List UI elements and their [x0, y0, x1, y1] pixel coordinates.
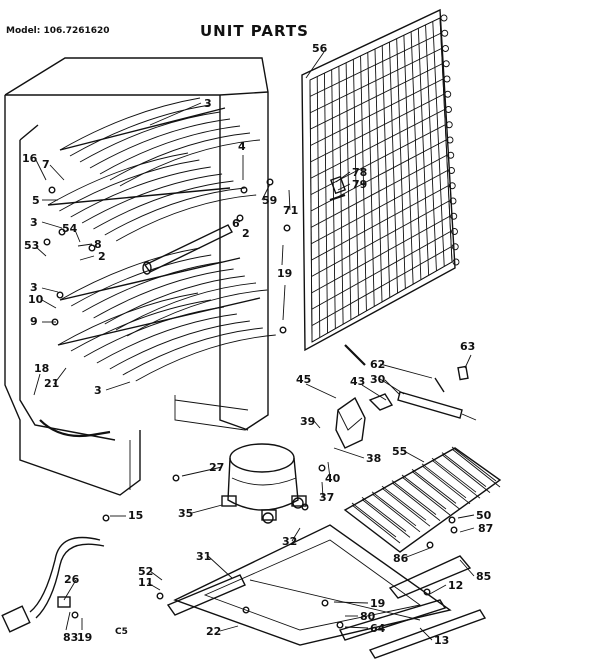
screw	[242, 606, 250, 614]
callout-label: 54	[62, 222, 78, 235]
callout-label: 37	[319, 491, 334, 504]
base-frame	[166, 524, 487, 659]
callout-label: 87	[478, 522, 493, 535]
callout-label: 12	[448, 579, 463, 592]
screw	[71, 611, 79, 619]
screw	[102, 514, 110, 522]
screw	[56, 291, 64, 299]
callout-label: 3	[204, 97, 212, 110]
diagram-title: UNIT PARTS	[200, 22, 309, 40]
callout-label: 83	[63, 631, 78, 644]
callout-label: 50	[476, 509, 492, 522]
callout-label: 6	[232, 217, 240, 230]
base-condenser-coil	[343, 446, 502, 553]
callout-label: 59	[262, 194, 277, 207]
callout-label: 13	[434, 634, 449, 647]
callout-label: 35	[178, 507, 193, 520]
model-number: Model: 106.7261620	[6, 26, 110, 36]
callout-label: 39	[300, 415, 315, 428]
callout-label: 4	[238, 140, 246, 153]
callout-label: 19	[77, 631, 92, 644]
callout-label: 21	[44, 377, 59, 390]
callout-label: 15	[128, 509, 143, 522]
shelf-coil	[59, 247, 268, 337]
screw	[448, 516, 456, 524]
screw	[88, 244, 96, 252]
callout-label: 16	[22, 152, 38, 165]
screw	[301, 503, 309, 511]
callout-label: 7	[42, 158, 50, 171]
callout-label: 38	[366, 452, 381, 465]
callout-label: 8	[94, 238, 102, 251]
shelf-coil	[59, 97, 261, 187]
callout-label: 10	[28, 293, 44, 306]
tube-cap	[457, 365, 469, 381]
callout-label: 3	[94, 384, 102, 397]
diagram-code: C5	[115, 627, 128, 637]
callout-label: 78	[352, 166, 367, 179]
power-cord	[1, 536, 105, 633]
callout-label: 11	[138, 576, 153, 589]
relay-box	[335, 393, 394, 449]
callout-label: 30	[370, 373, 386, 386]
shelf-coil	[57, 292, 276, 382]
callout-label: 85	[476, 570, 491, 583]
screw	[240, 186, 248, 194]
callout-label: 19	[370, 597, 385, 610]
callout-label: 22	[206, 625, 221, 638]
screw	[43, 238, 51, 246]
screw	[283, 224, 291, 232]
cabinet-outline	[4, 57, 269, 496]
callout-label: 3	[30, 216, 38, 229]
callout-label: 53	[24, 239, 39, 252]
callout-label: 26	[64, 573, 80, 586]
callout-label: 63	[460, 340, 475, 353]
callout-label: 80	[360, 610, 376, 623]
callout-label: 86	[393, 552, 409, 565]
callout-label: 64	[370, 622, 386, 635]
callout-label: 2	[98, 250, 106, 263]
shelf-coil	[47, 152, 257, 242]
hardware-screws	[43, 178, 458, 629]
callout-label: 2	[242, 227, 250, 240]
callout-label: 18	[34, 362, 49, 375]
callout-label: 56	[312, 42, 328, 55]
callout-label: 71	[283, 204, 298, 217]
callout-label: 45	[296, 373, 311, 386]
callout-label: 3	[30, 281, 38, 294]
screw	[58, 228, 66, 236]
callout-label: 55	[392, 445, 407, 458]
screw	[450, 526, 458, 534]
screw	[172, 474, 180, 482]
callout-label: 40	[325, 472, 341, 485]
screw	[423, 588, 431, 596]
screw	[156, 592, 164, 600]
evaporator-shelf-coils	[47, 97, 276, 382]
callout-label: 32	[282, 535, 297, 548]
callout-label: 79	[352, 178, 367, 191]
screw	[321, 599, 329, 607]
callout-label: 31	[196, 550, 211, 563]
callout-leaders	[33, 51, 475, 641]
callout-label: 27	[209, 461, 224, 474]
compressor	[221, 443, 307, 524]
callout-label: 62	[370, 358, 385, 371]
drier	[384, 377, 477, 421]
screw	[426, 541, 434, 549]
screw	[318, 464, 326, 472]
screw	[236, 214, 244, 222]
screw	[48, 186, 56, 194]
callout-label: 9	[30, 315, 38, 328]
condenser	[301, 8, 460, 366]
callout-label: 43	[350, 375, 365, 388]
callout-label: 52	[138, 565, 153, 578]
screw	[279, 326, 287, 334]
callout-label: 5	[32, 194, 40, 207]
callout-label: 19	[277, 267, 292, 280]
accumulator-tube	[142, 224, 233, 275]
screw	[336, 621, 344, 629]
